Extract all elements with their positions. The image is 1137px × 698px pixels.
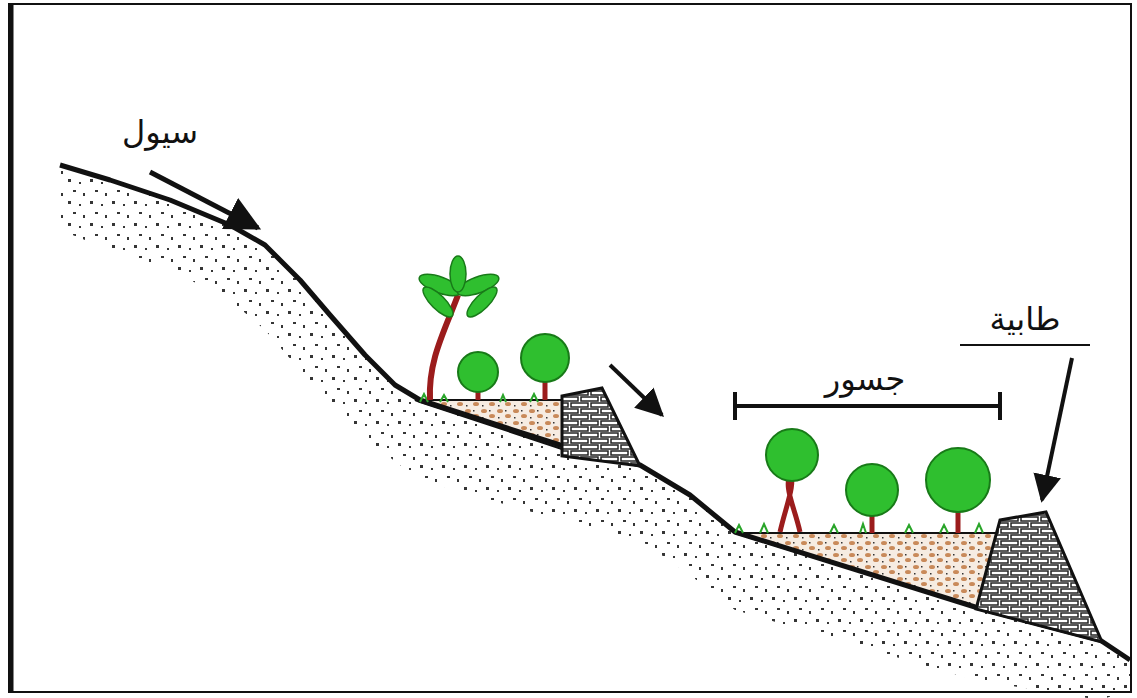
label-text: طابية xyxy=(950,302,1100,337)
label-text: سيول xyxy=(60,115,260,150)
label-text: جسور xyxy=(765,362,965,397)
